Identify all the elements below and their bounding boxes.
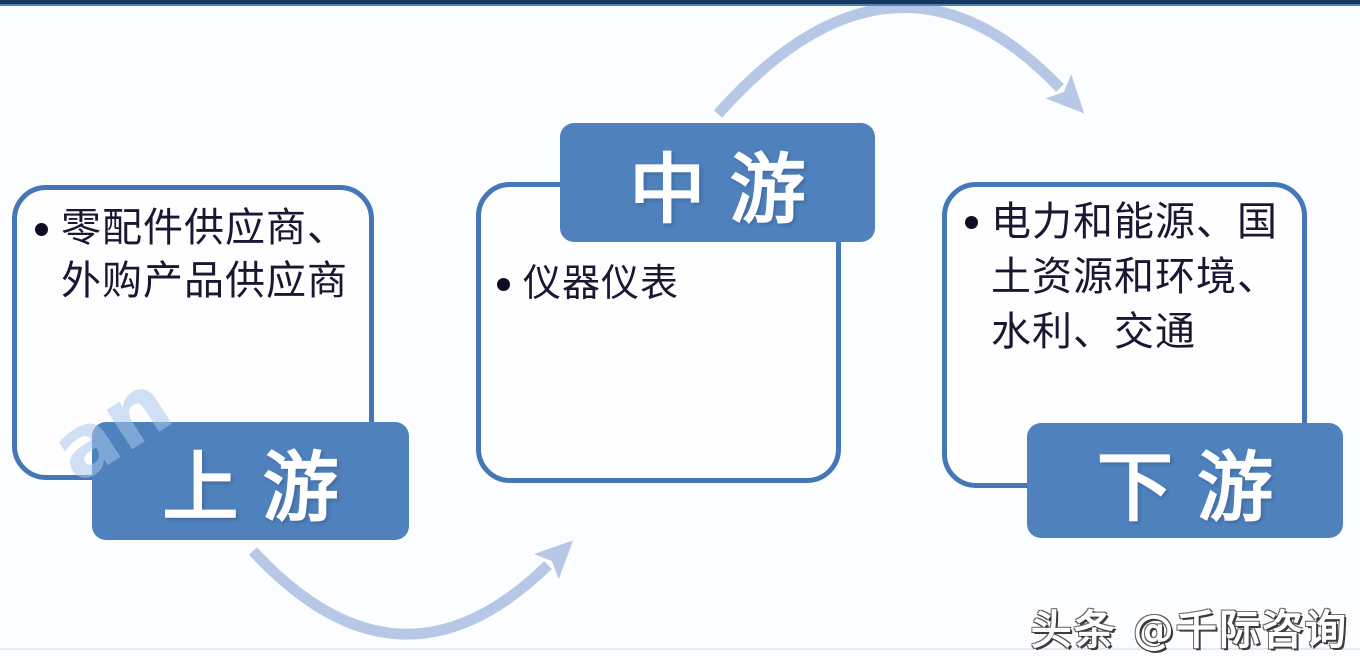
bullet-icon bbox=[35, 223, 48, 236]
downstream-label-text: 下游 bbox=[1096, 442, 1298, 532]
upstream-label: 上游 bbox=[92, 422, 409, 540]
midstream-label: 中游 bbox=[560, 123, 875, 242]
top-border-dark bbox=[0, 0, 1360, 4]
downstream-line-2: 土资源和环境、 bbox=[991, 254, 1278, 300]
midstream-bullet-text: 仪器仪表 bbox=[523, 257, 679, 310]
midstream-line-1: 仪器仪表 bbox=[523, 261, 680, 305]
downstream-bullet-text: 电力和能源、国 土资源和环境、 水利、交通 bbox=[991, 195, 1278, 360]
upstream-label-text: 上游 bbox=[162, 443, 363, 532]
midstream-label-text: 中游 bbox=[629, 144, 830, 234]
upstream-line-2: 外购产品供应商 bbox=[61, 258, 348, 304]
downstream-label: 下游 bbox=[1027, 423, 1343, 538]
list-item: 零配件供应商、 外购产品供应商 bbox=[17, 190, 369, 308]
arrow-upstream-to-midstream bbox=[248, 540, 574, 640]
bullet-icon bbox=[965, 216, 978, 229]
top-border-light bbox=[0, 4, 1360, 6]
toutiao-watermark: 头条 @千际咨询 bbox=[1030, 606, 1348, 654]
list-item: 电力和能源、国 土资源和环境、 水利、交通 bbox=[947, 187, 1302, 360]
list-item: 仪器仪表 bbox=[481, 187, 836, 310]
upstream-line-1: 零配件供应商、 bbox=[61, 205, 348, 251]
upstream-bullet-text: 零配件供应商、 外购产品供应商 bbox=[61, 202, 348, 308]
arrow-midstream-to-downstream bbox=[713, 2, 1085, 118]
downstream-line-3: 水利、交通 bbox=[991, 309, 1196, 355]
bottom-divider bbox=[0, 648, 1360, 650]
downstream-line-1: 电力和能源、国 bbox=[991, 199, 1278, 245]
bullet-icon bbox=[497, 278, 510, 291]
